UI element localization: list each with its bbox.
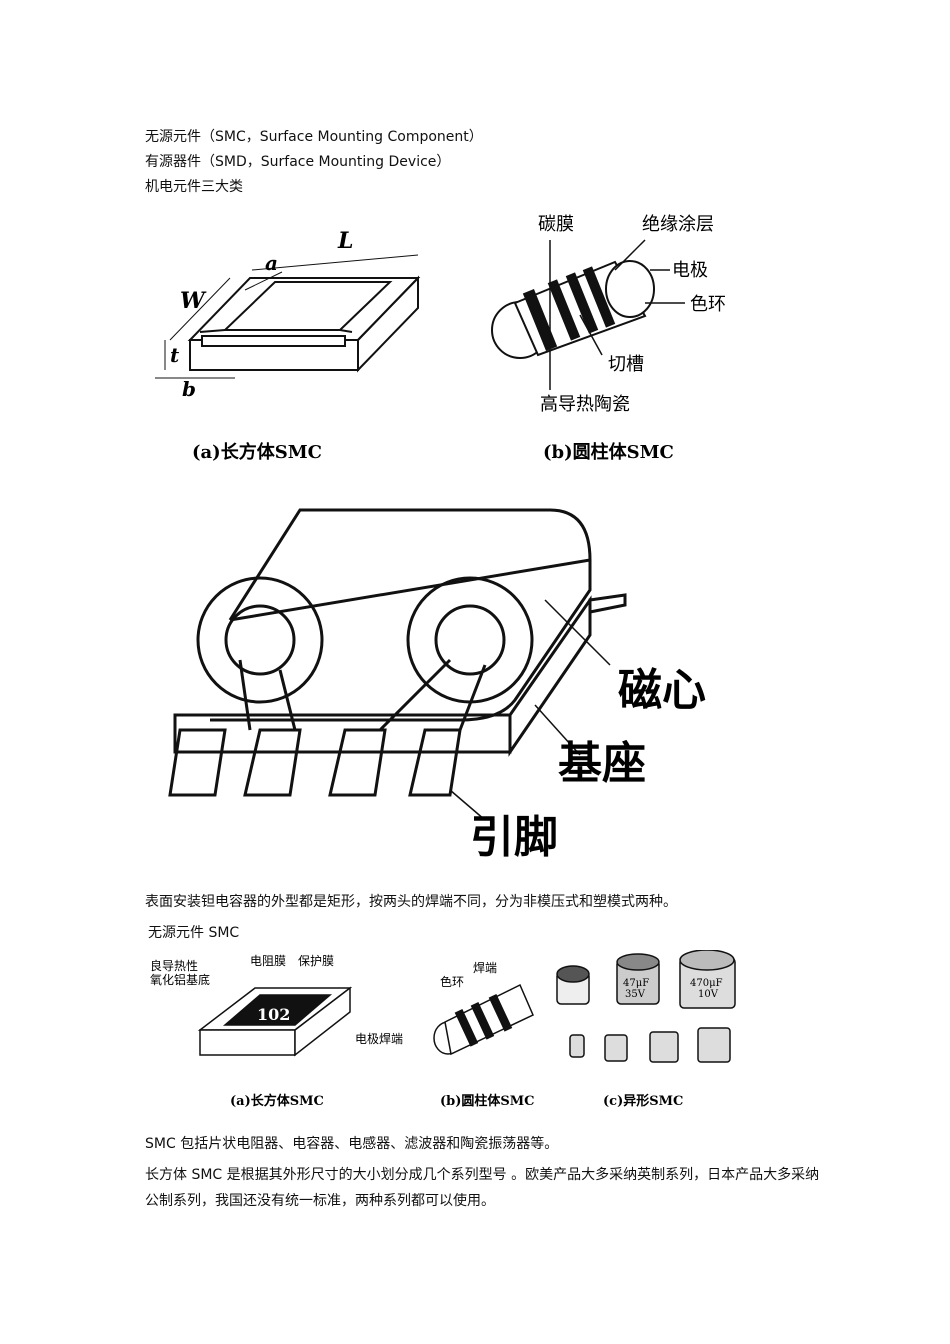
dim-b: b: [182, 377, 196, 401]
electrolytic-capacitors-drawing: [556, 950, 736, 1063]
label-insulation-coating: 绝缘涂层: [642, 214, 714, 235]
text-smc-includes: SMC 包括片状电阻器、电容器、电感器、滤波器和陶瓷振荡器等。: [145, 1136, 559, 1152]
rectangular-chip-drawing: [155, 254, 421, 379]
text-tantalum-capacitor: 表面安装钽电容器的外型都是矩形，按两头的焊端不同，分为非模压式和塑模式两种。: [145, 894, 677, 910]
inductor-drawing: [168, 508, 627, 821]
label-magnetic-core: 磁心: [618, 665, 706, 716]
text-passive-smc: 无源元件 SMC: [148, 925, 240, 941]
caption-rectangular-smc: (a)长方体SMC: [192, 441, 322, 463]
cap-marking-1: 47μF: [623, 978, 649, 989]
dim-t: t: [170, 343, 180, 367]
label-substrate-2: 氧化铝基底: [150, 972, 210, 987]
figure-inductor: 磁心 基座 引脚: [168, 508, 706, 863]
dim-W: W: [180, 288, 207, 314]
label-electrode-terminal: 电极焊端: [355, 1031, 403, 1046]
label-carbon-film: 碳膜: [538, 214, 574, 235]
cap-marking-4: 10V: [698, 989, 719, 1000]
caption-special-smc: (c)异形SMC: [603, 1094, 683, 1109]
chip-marking: 102: [257, 1005, 290, 1024]
dim-a: a: [265, 251, 278, 275]
text-series: 长方体 SMC 是根据其外形尺寸的大小划分成几个系列型号 。欧美产品大多采纳英制…: [145, 1167, 820, 1209]
figure-smc-types: 102 良导热性 氧化铝基底 电阻膜 保护膜 电极焊端 (a)长方体SMC 焊端…: [150, 950, 736, 1109]
cap-marking-3: 470μF: [690, 978, 723, 989]
label-substrate-1: 良导热性: [150, 958, 198, 973]
label-base: 基座: [558, 738, 646, 789]
label-groove: 切槽: [608, 354, 644, 375]
chip-resistor-drawing: [197, 986, 353, 1057]
label-ceramic: 高导热陶瓷: [540, 394, 630, 415]
cylindrical-resistor-drawing: [491, 239, 685, 390]
caption-cylindrical-smc: (b)圆柱体SMC: [543, 441, 674, 463]
dim-L: L: [337, 228, 353, 254]
label-color-ring: 色环: [690, 294, 726, 315]
cylinder-resistor-drawing: [433, 983, 534, 1056]
label-solder-end: 焊端: [473, 960, 497, 975]
cap-marking-2: 35V: [625, 989, 646, 1000]
label-pin: 引脚: [470, 812, 558, 863]
label-color-ring-2: 色环: [440, 975, 464, 989]
figure-smc-shapes: L a W t b (a)长方体SMC 碳膜 绝缘涂层 电极 色环 切槽 高导热…: [155, 214, 726, 463]
label-electrode: 电极: [672, 260, 708, 281]
label-resistive-film: 电阻膜: [250, 954, 286, 968]
label-protective-film: 保护膜: [298, 954, 334, 968]
caption-cylindrical-smc-2: (b)圆柱体SMC: [440, 1093, 535, 1109]
caption-rectangular-smc-2: (a)长方体SMC: [230, 1093, 324, 1109]
intro-line-3: 机电元件三大类: [145, 179, 243, 195]
intro-line-2: 有源器件（SMD，Surface Mounting Device）: [145, 154, 451, 170]
intro-line-1: 无源元件（SMC，Surface Mounting Component）: [145, 129, 483, 145]
